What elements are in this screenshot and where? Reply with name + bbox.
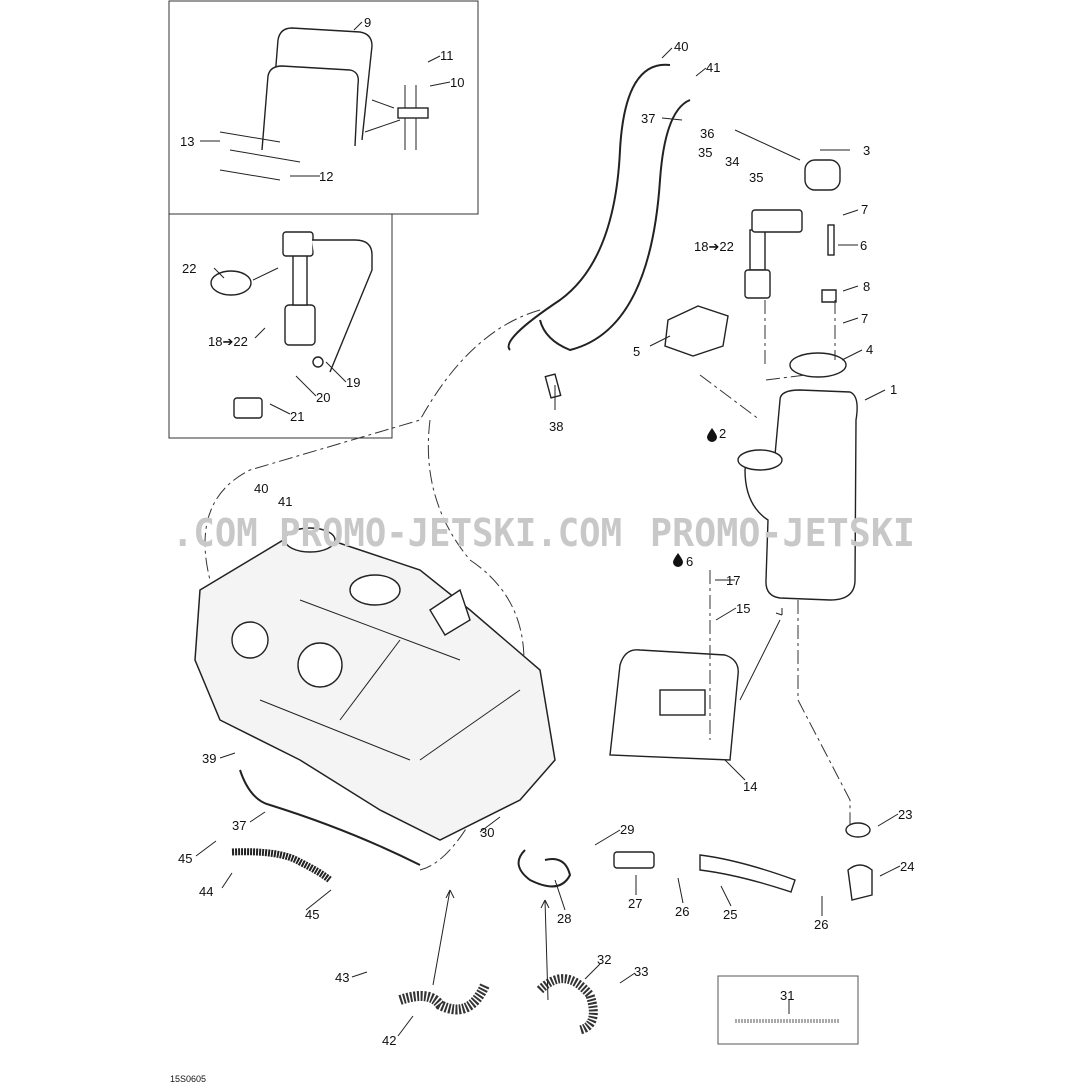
callout-15: 15 <box>736 601 750 616</box>
watermark: PROMO-JETSKI <box>650 511 915 555</box>
oil-drop-icon <box>707 428 717 442</box>
callout-7: 7 <box>861 311 868 326</box>
engine-block <box>194 527 556 841</box>
callout-45: 45 <box>305 907 319 922</box>
callout-34: 34 <box>725 154 739 169</box>
callout-13: 13 <box>180 134 194 149</box>
fuel-level-sensor-inset <box>210 231 373 419</box>
callout-14: 14 <box>743 779 757 794</box>
callout-37: 37 <box>232 818 246 833</box>
callout-41: 41 <box>706 60 720 75</box>
oil-drop-icon <box>673 553 683 567</box>
handle-part <box>219 27 429 181</box>
tray-part <box>609 649 739 761</box>
callout-44: 44 <box>199 884 213 899</box>
callout-45: 45 <box>178 851 192 866</box>
callout-11: 11 <box>440 48 454 63</box>
callout-33: 33 <box>634 964 648 979</box>
callout-40: 40 <box>254 481 268 496</box>
callout-25: 25 <box>723 907 737 922</box>
callout-38: 38 <box>549 419 563 434</box>
callout-30: 30 <box>480 825 494 840</box>
callout-40: 40 <box>674 39 688 54</box>
callout-23: 23 <box>898 807 912 822</box>
inset-sensor-box <box>168 213 393 439</box>
callout-4: 4 <box>866 342 873 357</box>
callout-41: 41 <box>278 494 292 509</box>
callout-7: 7 <box>861 202 868 217</box>
callout-9: 9 <box>364 15 371 30</box>
callout-18-22: 18➔22 <box>208 334 248 349</box>
callout-35: 35 <box>698 145 712 160</box>
callout-21: 21 <box>290 409 304 424</box>
oil-tank-part <box>664 159 858 601</box>
callout-labels: 9 11 10 13 12 22 18➔22 19 20 21 40 41 37… <box>178 15 914 1048</box>
callout-36: 36 <box>700 126 714 141</box>
inset-label-box <box>717 975 859 1045</box>
callout-5: 5 <box>633 344 640 359</box>
callout-39: 39 <box>202 751 216 766</box>
callout-12: 12 <box>319 169 333 184</box>
callout-3: 3 <box>863 143 870 158</box>
diagram-code: 15S0605 <box>170 1074 206 1084</box>
callout-24: 24 <box>900 859 914 874</box>
callout-22: 22 <box>182 261 196 276</box>
callout-37: 37 <box>641 111 655 126</box>
watermark: .COM PROMO-JETSKI.COM <box>172 511 622 555</box>
callout-10: 10 <box>450 75 464 90</box>
callout-2: 2 <box>719 426 726 441</box>
callout-29: 29 <box>620 822 634 837</box>
callout-42: 42 <box>382 1033 396 1048</box>
callout-43: 43 <box>335 970 349 985</box>
callout-18-22: 18➔22 <box>694 239 734 254</box>
callout-26: 26 <box>814 917 828 932</box>
callout-1: 1 <box>890 382 897 397</box>
callout-26: 26 <box>675 904 689 919</box>
callout-31: 31 <box>780 988 794 1003</box>
callout-6: 6 <box>860 238 867 253</box>
callout-17: 17 <box>726 573 740 588</box>
callout-35: 35 <box>749 170 763 185</box>
callout-19: 19 <box>346 375 360 390</box>
callout-28: 28 <box>557 911 571 926</box>
callout-20: 20 <box>316 390 330 405</box>
callout-32: 32 <box>597 952 611 967</box>
callout-27: 27 <box>628 896 642 911</box>
callout-6: 6 <box>686 554 693 569</box>
callout-8: 8 <box>863 279 870 294</box>
